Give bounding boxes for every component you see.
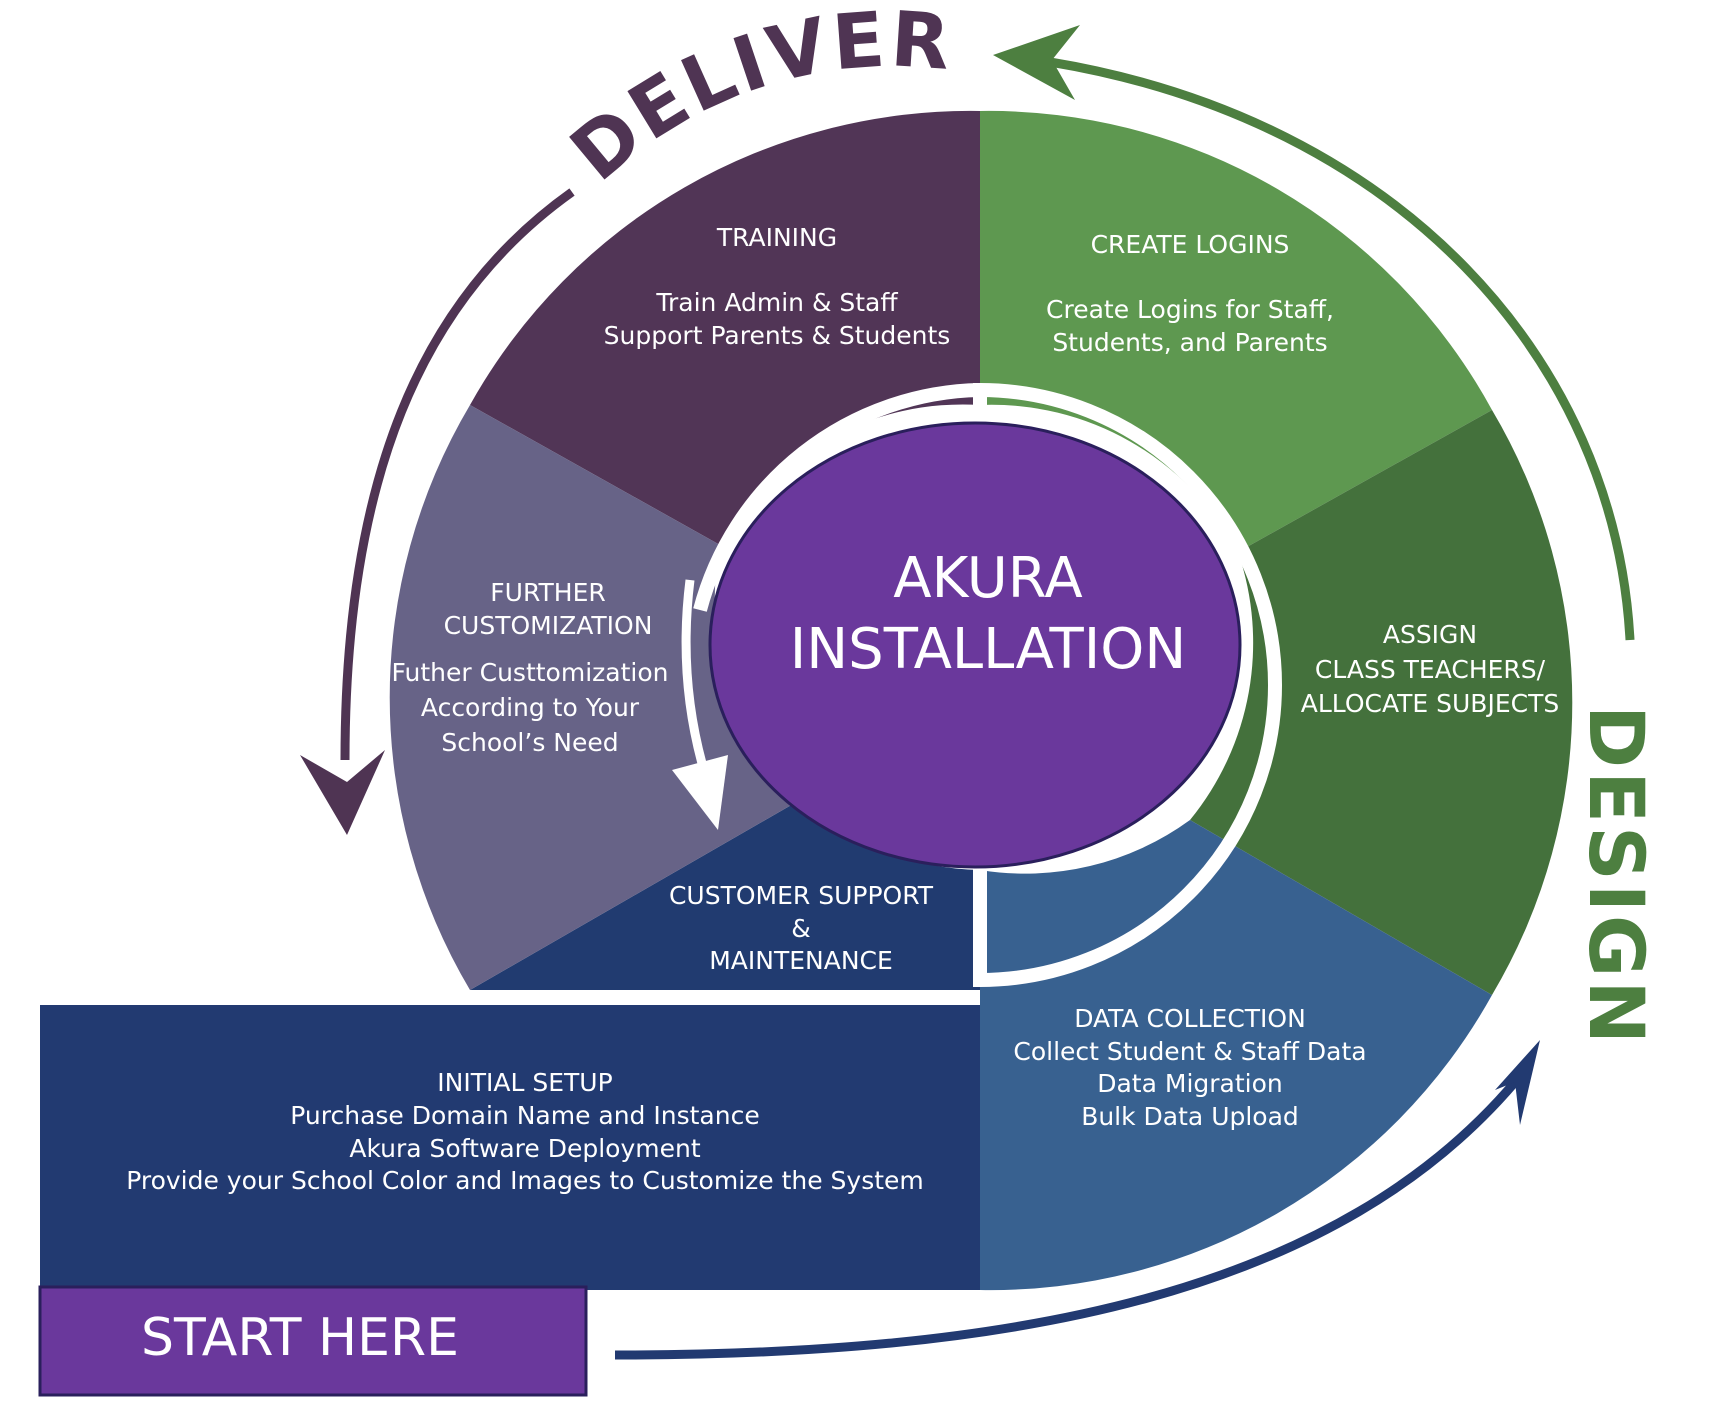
inner-curve-arrowhead [672, 755, 728, 830]
initial-setup-line-1: Purchase Domain Name and Instance [290, 1101, 759, 1130]
initial-setup-block [40, 1005, 980, 1290]
further-customization-line-2: According to Your [421, 693, 640, 722]
center-title-line1: AKURA [893, 546, 1082, 611]
segment-training [470, 110, 980, 545]
start-here-button[interactable]: START HERE [38, 1285, 588, 1397]
customer-support-title-line-1: CUSTOMER SUPPORT [669, 881, 934, 910]
customer-support-title-line-2: & [791, 914, 811, 943]
data-collection-title: DATA COLLECTION [1074, 1004, 1306, 1033]
assign-title-line-1: ASSIGN [1383, 620, 1477, 649]
design-label: DESIGN [1572, 705, 1661, 1047]
training-line-1: Train Admin & Staff [655, 288, 898, 317]
data-collection-line-2: Data Migration [1097, 1069, 1283, 1098]
segment-assign [1190, 410, 1573, 995]
further-customization-line-3: School’s Need [441, 728, 618, 757]
segment-create-logins [980, 110, 1492, 553]
bottom-arrow [614, 1067, 1529, 1360]
training-title: TRAINING [716, 223, 837, 252]
data-collection-line-3: Bulk Data Upload [1081, 1102, 1299, 1131]
center-circle [708, 421, 1242, 869]
initial-setup-line-3: Provide your School Color and Images to … [126, 1166, 924, 1195]
segment-customer-support [470, 800, 980, 990]
design-arrow [1049, 57, 1635, 641]
design-arrowhead [993, 25, 1080, 100]
segment-data-collection [980, 820, 1492, 1291]
center-title-line2: INSTALLATION [790, 617, 1186, 682]
further-customization-title-line-2: CUSTOMIZATION [444, 611, 653, 640]
assign-title-line-3: ALLOCATE SUBJECTS [1301, 689, 1559, 718]
inner-ring-left [693, 383, 981, 612]
initial-setup-title: INITIAL SETUP [437, 1068, 612, 1097]
start-here-label: START HERE [141, 1308, 459, 1368]
assign-title-line-2: CLASS TEACHERS/ [1315, 655, 1546, 684]
create-logins-line-2: Students, and Parents [1052, 328, 1327, 357]
deliver-arrowhead [300, 750, 385, 835]
initial-setup-line-2: Akura Software Deployment [349, 1134, 700, 1163]
inner-ring [973, 382, 1283, 988]
segment-further-customization [389, 405, 800, 990]
create-logins-line-1: Create Logins for Staff, [1046, 295, 1334, 324]
create-logins-title: CREATE LOGINS [1091, 230, 1290, 259]
further-customization-title-line-1: FURTHER [490, 578, 605, 607]
deliver-arrow [340, 188, 575, 761]
bottom-arrowhead [1495, 1040, 1540, 1125]
customer-support-title-line-3: MAINTENANCE [709, 946, 893, 975]
data-collection-line-1: Collect Student & Staff Data [1013, 1037, 1366, 1066]
training-line-2: Support Parents & Students [604, 321, 951, 350]
further-customization-line-1: Futher Custtomization [392, 658, 669, 687]
